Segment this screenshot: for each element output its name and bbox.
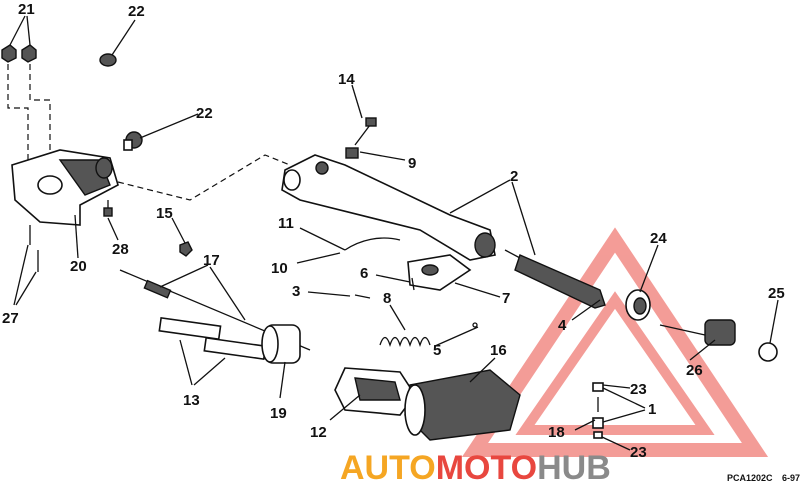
- callout-28: 28: [112, 241, 129, 258]
- part-3-pin: [354, 294, 371, 299]
- part-21-nuts: [1, 44, 37, 63]
- part-22-washer-top: [99, 53, 117, 67]
- callout-20: 20: [70, 258, 87, 275]
- part-26-shaft: [659, 319, 736, 346]
- watermark-logo: AUTOMOTOHUB: [340, 449, 611, 486]
- callout-6: 6: [360, 265, 368, 282]
- callout-21: 21: [18, 1, 35, 18]
- callout-18: 18: [548, 424, 565, 441]
- callout-12: 12: [310, 424, 327, 441]
- callout-24: 24: [650, 230, 667, 247]
- callout-23: 23: [630, 444, 647, 461]
- watermark-triangles: [461, 227, 769, 457]
- part-7-plate: [407, 254, 472, 291]
- part-5-clip: [472, 322, 478, 328]
- callout-7: 7: [502, 290, 510, 307]
- callout-9: 9: [408, 155, 416, 172]
- part-12-housing: [334, 367, 416, 416]
- part-2-tiller-arm: [281, 154, 496, 261]
- assembly-line: [7, 64, 51, 160]
- callout-22: 22: [128, 3, 145, 20]
- callout-16: 16: [490, 342, 507, 359]
- part-22-bushing: [123, 139, 133, 151]
- callout-5: 5: [433, 342, 441, 359]
- part-25-cap: [758, 342, 778, 362]
- figure-code: PCA1202C: [727, 473, 773, 483]
- assembly-line-2: [117, 154, 291, 201]
- callout-3: 3: [292, 283, 300, 300]
- callout-27: 27: [2, 310, 19, 327]
- part-11-wire: [344, 237, 401, 251]
- part-16-grip: [404, 369, 521, 441]
- part-19-cam: [261, 324, 301, 364]
- callout-22: 22: [196, 105, 213, 122]
- callout-25: 25: [768, 285, 785, 302]
- part-15-screw: [179, 241, 193, 257]
- callout-4: 4: [558, 317, 567, 334]
- part-9-nut: [345, 147, 359, 159]
- callout-14: 14: [338, 71, 355, 88]
- part-6-screw: [411, 277, 415, 291]
- part-28-screw: [103, 200, 113, 217]
- part-20-bracket: [11, 149, 119, 226]
- part-27-screws: [29, 225, 39, 272]
- callout-17: 17: [203, 252, 220, 269]
- leader-lines: [9, 15, 779, 451]
- callout-2: 2: [510, 168, 518, 185]
- callout-13: 13: [183, 392, 200, 409]
- callout-26: 26: [686, 362, 703, 379]
- part-23-1-18-fittings: [592, 382, 604, 439]
- part-14-bolt: [354, 117, 377, 146]
- callout-8: 8: [383, 290, 391, 307]
- part-24-bushing: [625, 289, 651, 321]
- part-8-spring: [379, 336, 431, 348]
- callout-23: 23: [630, 381, 647, 398]
- figure-date: 6-97: [782, 473, 800, 483]
- callout-19: 19: [270, 405, 287, 422]
- callout-1: 1: [648, 401, 656, 418]
- callout-15: 15: [156, 205, 173, 222]
- part-4-shaft: [504, 249, 606, 309]
- callout-10: 10: [271, 260, 288, 277]
- callout-11: 11: [278, 215, 294, 232]
